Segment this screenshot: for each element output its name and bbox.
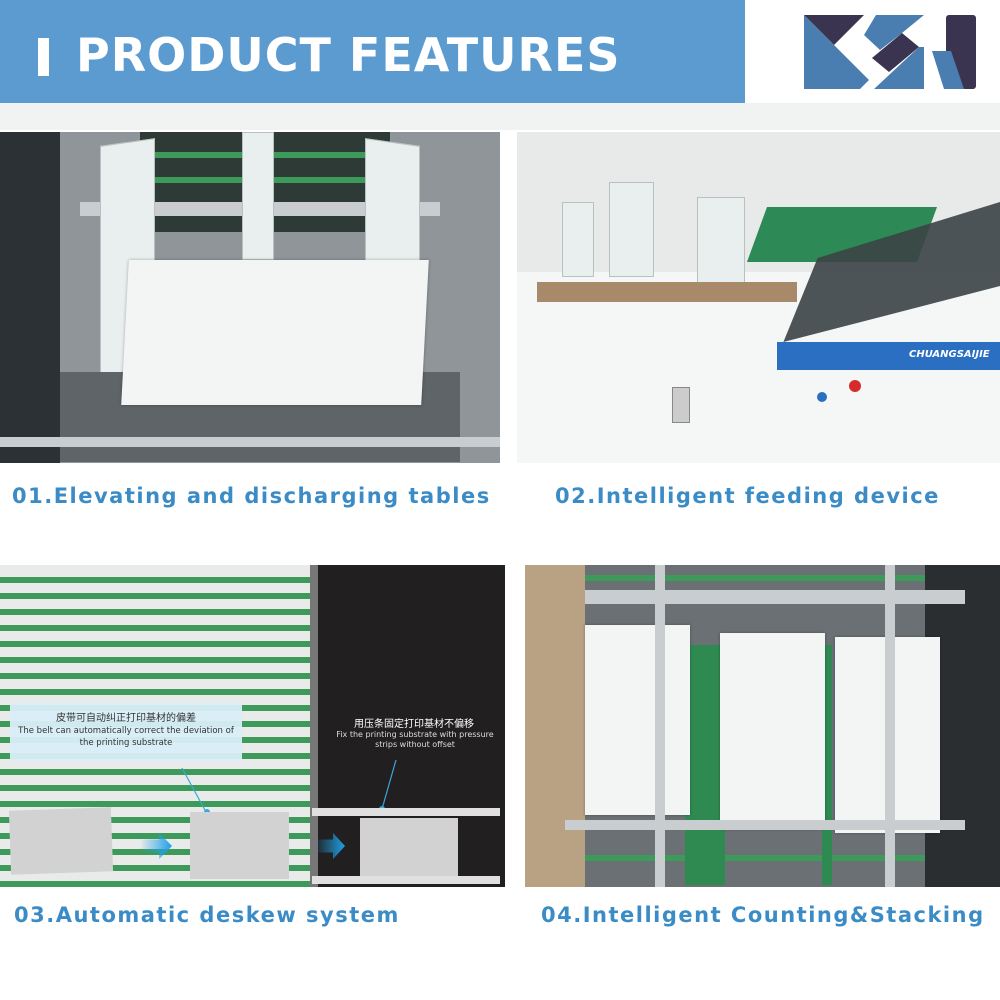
conveyor-belt [0, 641, 310, 647]
photo-counting-stacking [525, 565, 1000, 887]
conveyor-belt [0, 689, 310, 695]
corrected-sheet [190, 812, 289, 879]
conveyor-belt [0, 593, 310, 599]
page-title: PRODUCT FEATURES [76, 28, 621, 82]
conveyor-belt [0, 673, 310, 679]
header-divider [0, 103, 1000, 130]
fixed-sheet [360, 818, 458, 876]
ksj-logo [804, 15, 976, 89]
feature-caption-4: 04.Intelligent Counting&Stacking [541, 903, 985, 927]
conveyor-belt [0, 625, 310, 631]
feature-caption-3: 03.Automatic deskew system [14, 903, 400, 927]
conveyor-belt [0, 657, 310, 663]
note-right-en: Fix the printing substrate with pressure… [336, 730, 494, 749]
conveyor-belt [0, 801, 310, 807]
conveyor-belt [0, 769, 310, 775]
photo-elevating-tables [0, 132, 500, 463]
conveyor-belt [0, 609, 310, 615]
conveyor-belt [0, 577, 310, 583]
header-banner: PRODUCT FEATURES [0, 0, 745, 103]
note-left-cn: 皮带可自动纠正打印基材的偏差 [56, 713, 196, 724]
conveyor-belt [0, 833, 310, 839]
photo-feeding-device: CHUANGSAIJIE [517, 132, 1000, 463]
conveyor-belt [0, 881, 310, 887]
note-right-cn: 用压条固定打印基材不偏移 [354, 719, 474, 730]
conveyor-belt [0, 865, 310, 871]
feature-caption-1: 01.Elevating and discharging tables [12, 484, 491, 508]
machine-label: CHUANGSAIJIE [909, 349, 990, 360]
diagram-deskew: 皮带可自动纠正打印基材的偏差 The belt can automaticall… [0, 565, 505, 887]
title-accent-bar [38, 38, 49, 76]
conveyor-belt [0, 785, 310, 791]
conveyor-belt [0, 817, 310, 823]
note-left-en: The belt can automatically correct the d… [18, 726, 234, 748]
feature-caption-2: 02.Intelligent feeding device [555, 484, 940, 508]
skewed-sheet [8, 807, 114, 875]
